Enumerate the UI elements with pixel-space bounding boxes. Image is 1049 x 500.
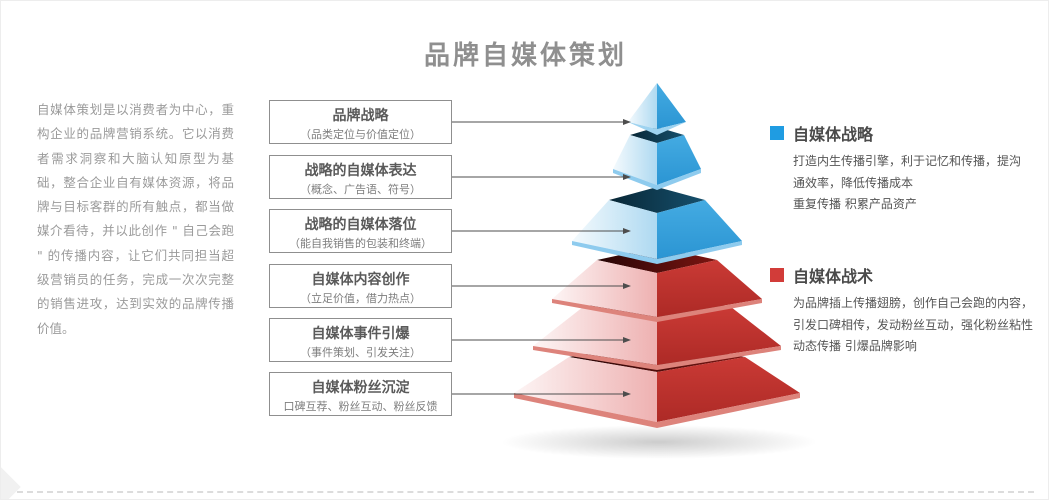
step-subtitle: （品类定位与价值定位） [300, 128, 421, 141]
step-subtitle: 口碑互荐、粉丝互动、粉丝反馈 [283, 400, 438, 413]
intro-paragraph: 自媒体策划是以消费者为中心，重构企业的品牌营销系统。它以消费者需求洞察和大脑认知… [37, 102, 234, 336]
step-box-fans-accumulation: 自媒体粉丝沉淀 口碑互荐、粉丝互动、粉丝反馈 [269, 372, 452, 416]
step-subtitle: （概念、广告语、符号） [300, 183, 421, 196]
step-title: 品牌战略 [332, 108, 389, 124]
connector-lines [452, 121, 623, 395]
legend-line: 重复传播 积累产品资产 [793, 197, 917, 211]
step-box-media-expression: 战略的自媒体表达 （概念、广告语、符号） [269, 155, 452, 199]
pyramid-shadow [501, 425, 817, 459]
legend-tactics-description: 为品牌插上传播翅膀，创作自己会跑的内容， 引发口碑相传，发动粉丝互动，强化粉丝粘… [793, 293, 1035, 358]
legend-line: 通效率，降低传播成本 [793, 175, 914, 190]
bottom-dashed-divider [17, 491, 1034, 493]
step-box-event-detonation: 自媒体事件引爆 （事件策划、引发关注） [269, 318, 452, 362]
step-title: 自媒体内容创作 [311, 272, 410, 288]
red-square-icon [770, 268, 784, 282]
step-title: 战略的自媒体表达 [304, 163, 417, 179]
step-title: 战略的自媒体落位 [304, 217, 417, 233]
legend-line: 为品牌插上传播翅膀，创作自己会跑的内容， [793, 296, 1034, 310]
connector-arrowheads [623, 119, 631, 397]
legend-strategy-description: 打造内生传播引擎，利于记忆和传播，提沟 通效率，降低传播成本 重复传播 积累产品… [793, 151, 1035, 216]
legend-line: 动态传播 引爆品牌影响 [793, 339, 917, 353]
step-box-content-creation: 自媒体内容创作 （立足价值，借力热点） [269, 264, 452, 308]
pyramid-layer-4-red [552, 247, 762, 322]
legend-tactics: 自媒体战术 为品牌插上传播翅膀，创作自己会跑的内容， 引发口碑相传，发动粉丝互动… [770, 263, 1035, 358]
step-title: 自媒体事件引爆 [311, 326, 410, 342]
blue-square-icon [770, 126, 784, 140]
step-box-brand-strategy: 品牌战略 （品类定位与价值定位） [269, 100, 452, 144]
legend-line: 打造内生传播引擎，利于记忆和传播，提沟 [793, 154, 1022, 168]
pyramid-layer-3-blue [572, 187, 742, 264]
step-subtitle: （事件策划、引发关注） [300, 346, 421, 359]
step-subtitle: （能自我销售的包装和终端） [289, 237, 432, 250]
step-box-media-placement: 战略的自媒体落位 （能自我销售的包装和终端） [269, 209, 452, 253]
step-subtitle: （立足价值，借力热点） [300, 292, 421, 305]
legend-line: 引发口碑相传，发动粉丝互动，强化粉丝粘性 [793, 317, 1034, 332]
step-title: 自媒体粉丝沉淀 [311, 380, 410, 396]
page-title: 品牌自媒体策划 [423, 41, 627, 71]
legend-strategy-title: 自媒体战略 [793, 125, 874, 144]
pyramid-layer-1-blue-apex [628, 83, 686, 135]
legend-strategy: 自媒体战略 打造内生传播引擎，利于记忆和传播，提沟 通效率，降低传播成本 重复传… [770, 121, 1035, 216]
pyramid-layer-2-blue [613, 127, 701, 190]
legend-tactics-title: 自媒体战术 [793, 267, 874, 286]
